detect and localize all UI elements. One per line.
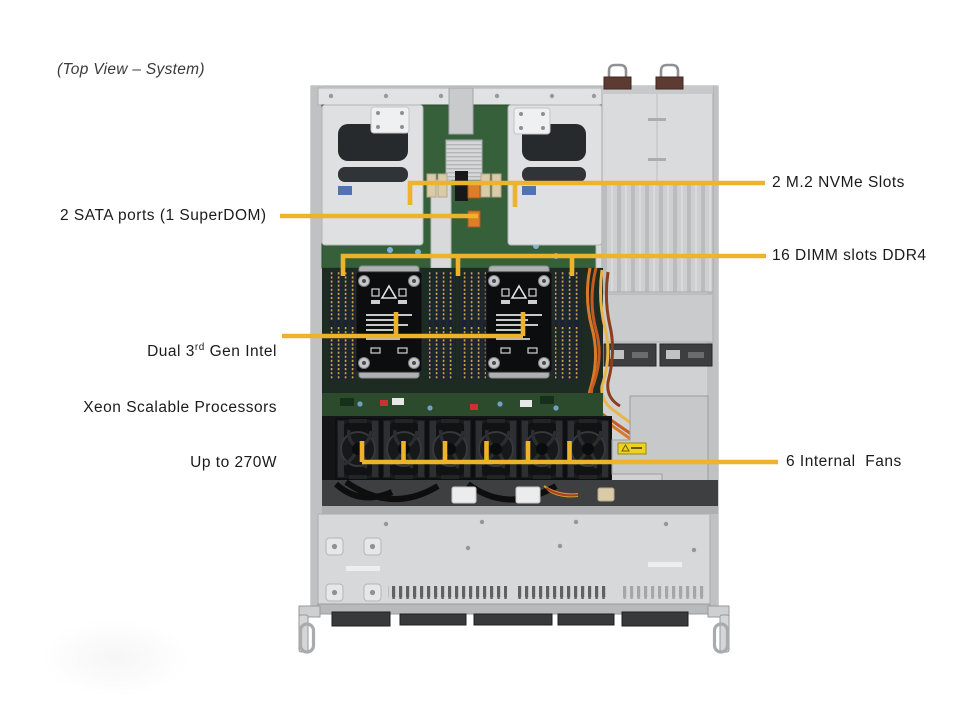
callout-line-fans	[359, 441, 778, 465]
dimm-bank-3	[459, 272, 486, 380]
power-supply-bay	[601, 63, 714, 367]
callout-line-dimm	[340, 253, 766, 276]
cpu-label-line1: Dual 3rd Gen Intel	[147, 341, 277, 360]
lower-pcb-strip	[322, 393, 603, 420]
dimm-bank-1	[328, 272, 355, 380]
cable-channel	[448, 87, 474, 135]
cpu-label-line2: Xeon Scalable Processors	[83, 398, 277, 416]
dimm-bank-2	[429, 272, 456, 380]
fan-3	[426, 417, 474, 481]
front-edge	[317, 603, 711, 627]
page-title: (Top View – System)	[57, 61, 205, 78]
dimm-bank-4	[555, 272, 582, 380]
riser-bracket-right	[507, 104, 603, 246]
callout-line-m2-nvme	[407, 180, 765, 207]
mounting-ear-right	[706, 604, 731, 654]
psu-modules	[603, 343, 713, 367]
callout-label-dimm: 16 DIMM slots DDR4	[772, 247, 927, 264]
vent-slits-2	[516, 586, 608, 599]
callout-label-fans: 6 Internal Fans	[786, 453, 902, 470]
air-shroud	[611, 395, 709, 489]
front-drive-bay-cover	[317, 513, 711, 605]
callout-line-cpu	[282, 312, 526, 339]
fan-6	[564, 417, 612, 481]
fan-row	[322, 416, 612, 481]
vent-slits-1	[388, 586, 507, 599]
psu-handle	[602, 63, 633, 91]
riser-bracket-left	[321, 104, 424, 246]
cpu2-socket-cover	[485, 265, 553, 379]
callout-label-m2-nvme: 2 M.2 NVMe Slots	[772, 174, 905, 191]
fan-1	[334, 417, 382, 481]
ghost-watermark	[40, 618, 190, 698]
fan-4	[472, 417, 520, 481]
callout-label-sata: 2 SATA ports (1 SuperDOM)	[60, 207, 267, 224]
callout-label-cpu: Dual 3rd Gen Intel Xeon Scalable Process…	[83, 306, 277, 510]
cable-area	[322, 479, 718, 514]
cpu-label-line3: Up to 270W	[190, 454, 277, 471]
psu-handle	[654, 63, 685, 91]
vent-slits-3	[620, 586, 704, 599]
cpu1-socket-cover	[355, 265, 423, 379]
mounting-ear-left	[297, 604, 322, 654]
server-chassis	[297, 63, 731, 654]
m2-slot-connectors	[426, 173, 502, 198]
